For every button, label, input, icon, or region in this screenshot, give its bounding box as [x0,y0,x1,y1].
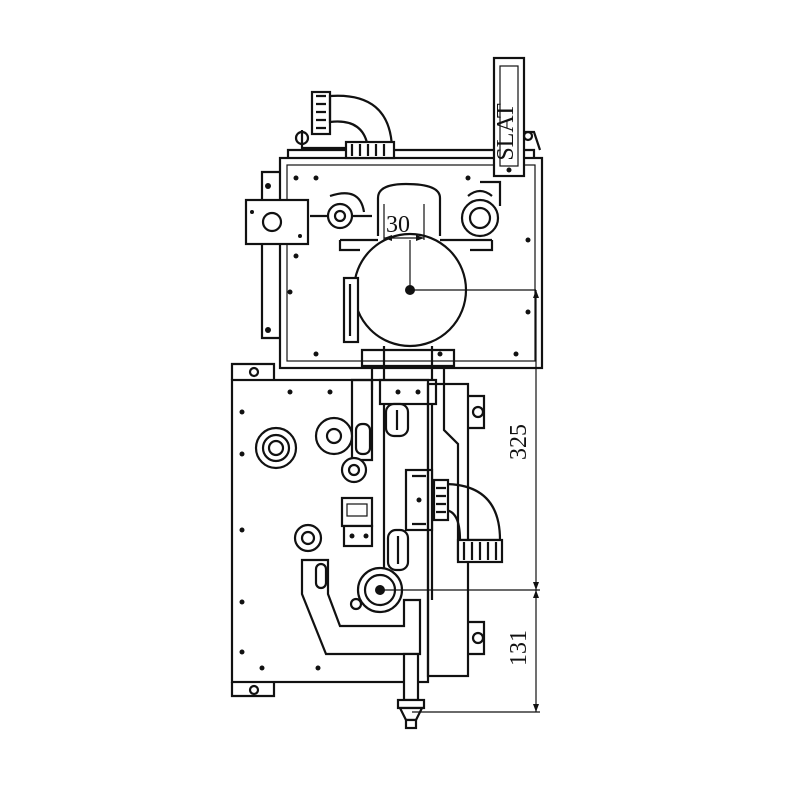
lower-bearing [254,426,298,470]
dimension-top-offset: 30 [386,212,410,238]
label-plate-text: SLAT [493,103,519,161]
dimension-upper-span: 325 [506,424,532,460]
right-round-fitting [460,189,500,238]
left-mounting-flange [244,192,372,246]
knob-cluster [293,416,372,553]
output-shaft [396,652,426,730]
upper-housing [260,148,544,370]
dimension-lower-span: 131 [506,630,532,666]
dimension-lines [383,204,540,713]
lower-right-panel [426,382,486,678]
top-elbow-fitting [294,90,396,160]
micro-switch [340,496,374,548]
central-shaft-assembly [350,346,460,600]
cam-lever [300,558,422,656]
label-plate: SLAT [480,56,542,206]
lower-elbow-fitting [432,478,504,564]
